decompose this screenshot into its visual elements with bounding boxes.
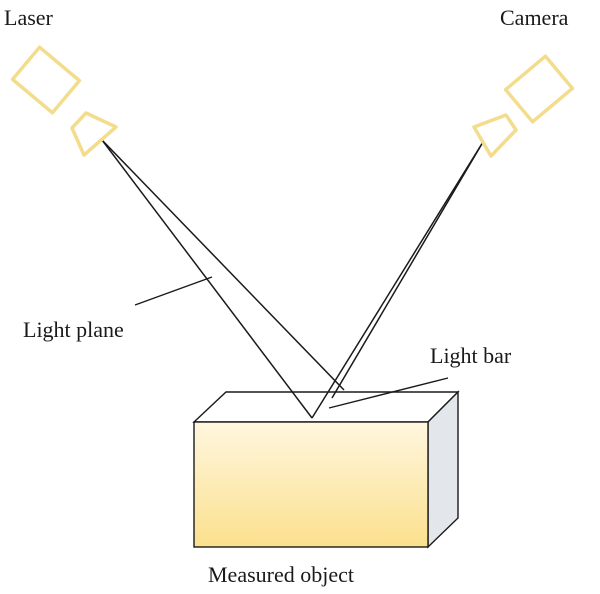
measured-object-box — [192, 390, 460, 549]
camera-ray-1 — [311, 141, 484, 419]
light-plane-label: Light plane — [23, 317, 124, 342]
box-front-face — [193, 421, 429, 548]
laser-label: Laser — [4, 5, 54, 30]
laser-nozzle — [70, 111, 118, 157]
laser-emitter-icon — [10, 45, 118, 157]
camera-ray-2 — [331, 141, 484, 399]
laser-light-plane — [101, 139, 345, 419]
laser-body — [10, 45, 82, 115]
camera-lens — [472, 113, 518, 158]
light-bar-leader — [328, 377, 449, 409]
camera-icon — [472, 54, 575, 158]
light-plane-leader — [134, 276, 213, 306]
camera-body — [503, 54, 575, 124]
measured-object-label: Measured object — [208, 562, 354, 587]
laser-beam-edge-2 — [101, 139, 345, 391]
camera-label: Camera — [500, 5, 569, 30]
light-bar-label: Light bar — [430, 343, 512, 368]
camera-view-lines — [311, 141, 484, 419]
